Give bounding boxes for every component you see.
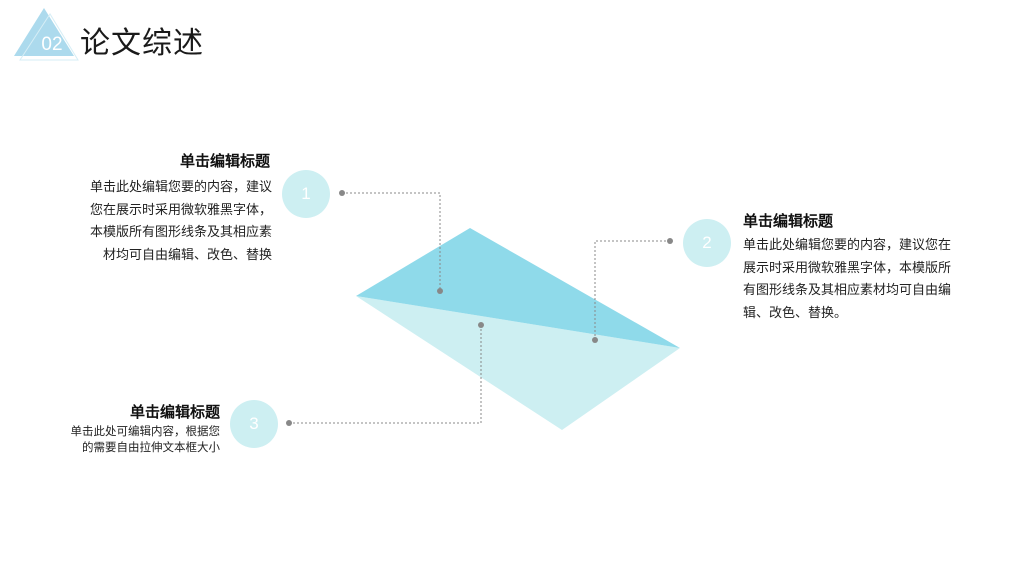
item-1-body-line: 单击此处编辑您要的内容，建议	[89, 180, 272, 195]
connector-dot-1b	[437, 288, 443, 294]
item-2-body-line: 有图形线条及其相应素材均可自由编	[743, 283, 952, 298]
item-3-body: 单击此处可编辑内容，根据您 的需要自由拉伸文本框大小	[20, 424, 221, 455]
item-1-body-line: 材均可自由编辑、改色、替换	[102, 247, 272, 263]
connector-dot-2a	[667, 238, 673, 244]
connector-dot-1a	[339, 190, 345, 196]
number-circle-3: 3	[230, 400, 278, 448]
item-1-title: 单击编辑标题	[179, 152, 270, 170]
connector-line-2	[594, 240, 670, 340]
triangle-badge-icon	[14, 8, 79, 61]
item-1-body: 单击此处编辑您要的内容，建议 您在展示时采用微软雅黑字体， 本模版所有图形线条及…	[32, 177, 272, 267]
number-circle-2: 2	[683, 219, 731, 267]
header-badge: 02	[10, 6, 80, 62]
item-2-body-line: 展示时采用微软雅黑字体，本模版所	[743, 260, 952, 276]
item-3-title: 单击编辑标题	[129, 403, 220, 421]
connector-dot-2b	[592, 337, 598, 343]
item-2-title: 单击编辑标题	[743, 212, 834, 230]
item-2-body: 单击此处编辑您要的内容，建议您在 展示时采用微软雅黑字体，本模版所 有图形线条及…	[743, 235, 1003, 325]
diamond-lower-shape	[356, 296, 680, 430]
page-title: 论文综述	[80, 26, 204, 61]
diamond-upper-shape	[356, 228, 680, 348]
connector-dot-3a	[286, 420, 292, 426]
item-3-body-line: 的需要自由拉伸文本框大小	[82, 439, 220, 454]
connector-line-1	[342, 192, 441, 291]
number-circle-1: 1	[282, 170, 330, 218]
section-number: 02	[41, 34, 63, 55]
connector-dot-3b	[478, 322, 484, 328]
connector-line-3	[289, 325, 482, 424]
item-2-body-line: 单击此处编辑您要的内容，建议您在	[743, 238, 952, 253]
item-1-body-line: 本模版所有图形线条及其相应素	[89, 225, 272, 240]
item-1-body-line: 您在展示时采用微软雅黑字体，	[89, 202, 272, 218]
item-3-body-line: 单击此处可编辑内容，根据您	[70, 424, 221, 438]
item-2-body-line: 辑、改色、替换。	[743, 305, 848, 321]
